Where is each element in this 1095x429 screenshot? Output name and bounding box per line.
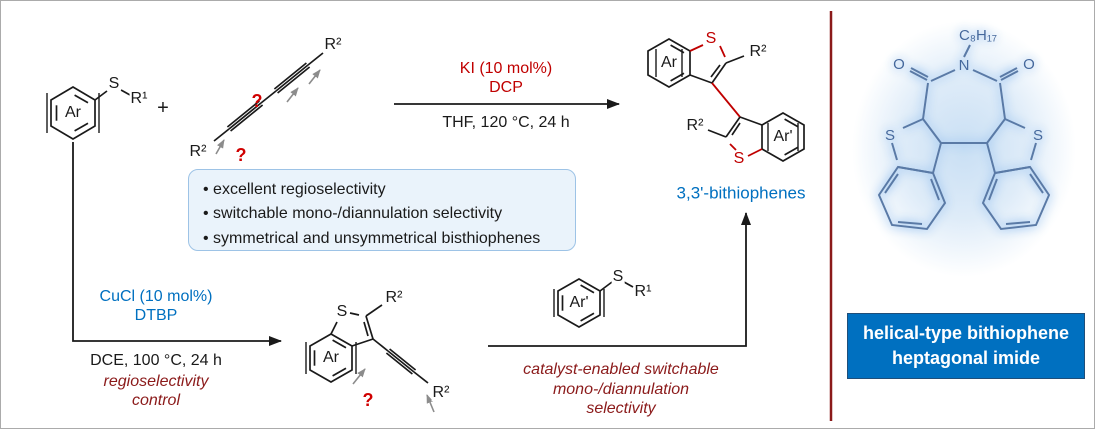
aryl-label-reactant-b: Ar' [568,294,590,311]
oxygen-left-label: O [893,56,905,73]
aryl-label-product-top: Ar [660,54,678,71]
highlight-line-1: • excellent regioselectivity [203,181,386,198]
bottom-arrow-note-1: catalyst-enabled switchable [523,361,719,378]
left-reaction-arrow [72,142,282,346]
aryl-label-intermediate: Ar [322,349,340,366]
sulfur-label-product-bottom: S [732,150,746,167]
r2-label-product-bottom: R² [685,117,705,134]
highlight-line-2: • switchable mono-/diannulation selectiv… [203,205,503,223]
plus-sign: + [157,97,169,119]
molecule-glow-halo [852,21,1076,277]
sulfur-label-intermediate: S [335,303,349,320]
bottom-reaction-arrow [488,212,751,347]
r1-label-reactant-a: R¹ [129,90,149,107]
r1-label-reactant-b: R¹ [633,283,653,300]
left-arrow-catalyst: CuCl (10 mol%) [99,288,213,305]
r2-label-intermediate-top: R² [384,289,404,306]
sulfur-label-reactant-a: S [107,75,121,92]
reactant-b-structure [553,278,634,328]
sulfur-right-label: S [1033,127,1043,144]
right-panel-label-box: helical-type bithiophene heptagonal imid… [847,313,1085,379]
product-caption: 3,3'-bithiophenes [676,183,806,203]
bottom-arrow-note-2: mono-/diannulation [552,381,690,398]
reactant-a-structure [46,86,131,140]
top-arrow-oxidant: DCP [489,79,523,96]
sulfur-label-product-top: S [704,30,718,47]
product-structure [647,38,805,162]
top-arrow-catalyst: KI (10 mol%) [459,60,553,77]
right-panel-label-line-1: helical-type bithiophene [862,322,1070,343]
oxygen-right-label: O [1023,56,1035,73]
left-arrow-note-2: control [131,392,181,409]
aryl-label-product-bottom: Ar' [772,128,794,145]
top-arrow-solvent: THF, 120 °C, 24 h [442,114,570,131]
r2-label-intermediate-bottom: R² [431,384,451,401]
r2-label-diyne-bottom: R² [188,143,208,160]
right-panel-label-line-2: heptagonal imide [891,348,1041,368]
r2-label-product-top: R² [748,43,768,60]
sulfur-label-reactant-b: S [611,268,625,285]
left-arrow-note-1: regioselectivity [103,373,209,390]
regio-question-mark-1: ? [251,91,263,111]
left-arrow-solvent: DCE, 100 °C, 24 h [90,352,222,369]
helical-molecule: C₈H₁₇ N O O S S [877,27,1051,231]
highlight-line-3: • symmetrical and unsymmetrical bisthiop… [203,229,541,247]
sulfur-left-label: S [885,127,895,144]
octyl-chain-label: C₈H₁₇ [959,27,997,44]
aryl-label-reactant-a: Ar [64,104,82,121]
nitrogen-label: N [959,57,970,74]
bottom-arrow-note-3: selectivity [586,400,656,417]
r2-label-diyne-top: R² [323,36,343,53]
intermediate-structure [305,304,435,413]
regio-question-mark-2: ? [235,145,247,165]
highlights-box: • excellent regioselectivity • switchabl… [188,169,576,251]
diyne-structure [213,52,324,155]
left-arrow-oxidant: DTBP [134,307,178,324]
regio-question-mark-3: ? [362,390,374,410]
